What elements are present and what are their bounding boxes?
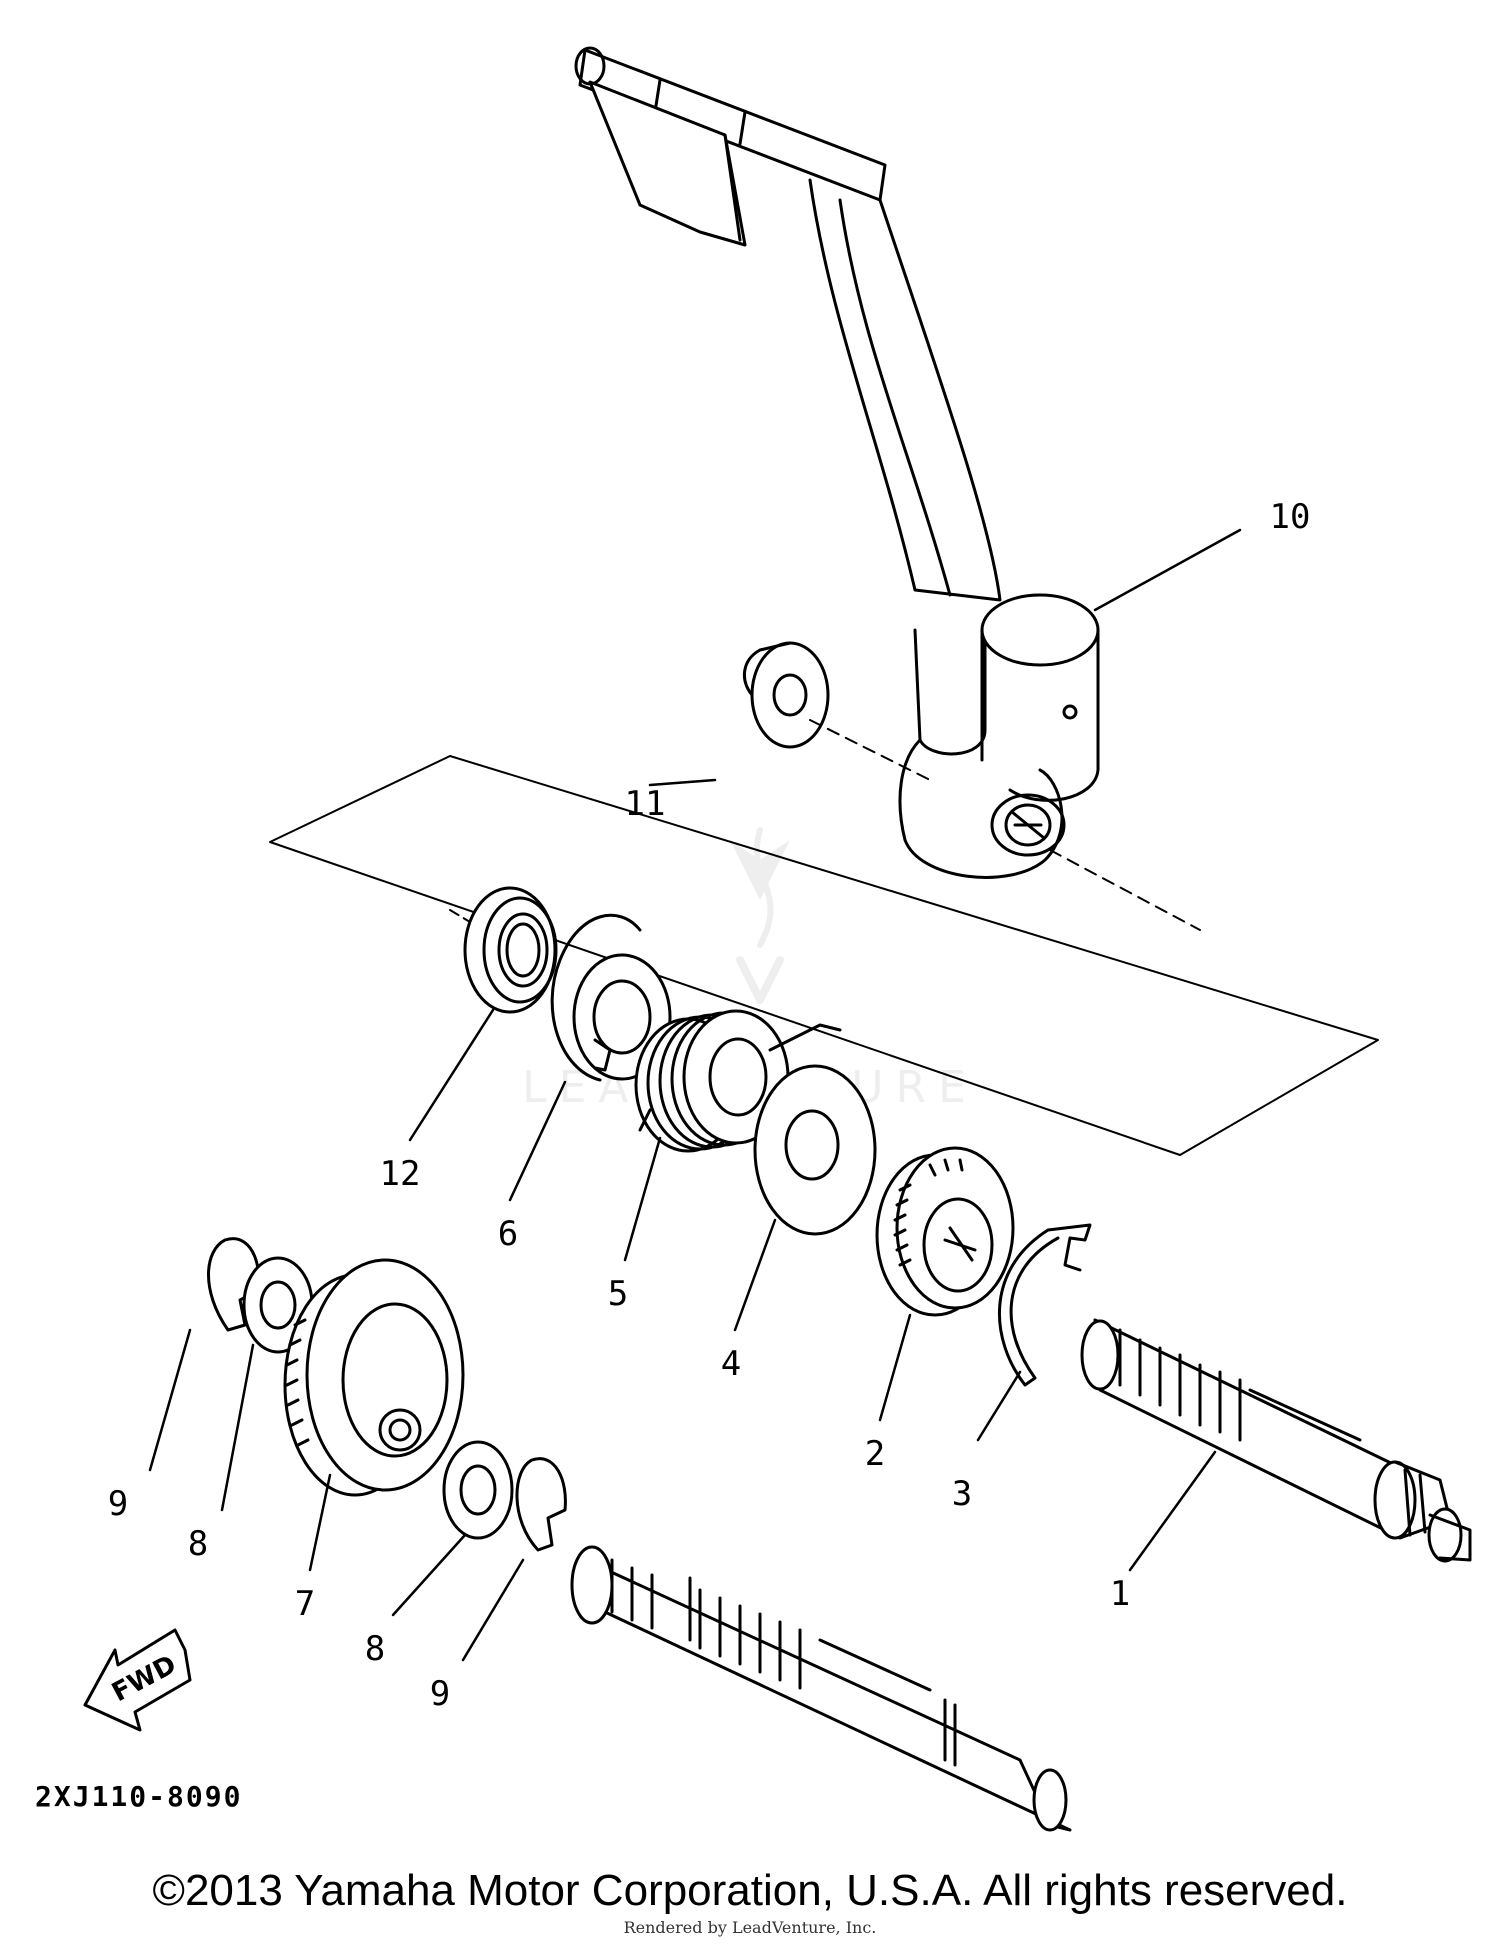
torsion-spring-5 bbox=[634, 1009, 842, 1153]
callout-9-upper: 9 bbox=[108, 1484, 128, 1524]
callout-7: 7 bbox=[295, 1584, 315, 1624]
callout-10: 10 bbox=[1270, 497, 1311, 537]
callout-12: 12 bbox=[380, 1154, 421, 1194]
washer-11 bbox=[743, 641, 830, 749]
callout-8-upper: 8 bbox=[188, 1524, 208, 1564]
main-axle bbox=[570, 1545, 1072, 1832]
drawing-code: 2XJ110-8090 bbox=[35, 1780, 242, 1813]
callout-4: 4 bbox=[721, 1344, 741, 1384]
oil-seal-12 bbox=[463, 886, 558, 1014]
assembly-centerline bbox=[809, 719, 1201, 931]
kick-idle-gear-7 bbox=[283, 1258, 465, 1497]
sub-assembly-outline bbox=[269, 755, 1379, 1156]
fwd-arrow-icon: FWD bbox=[83, 1628, 192, 1732]
kick-crank-lever bbox=[574, 46, 1100, 879]
callout-2: 2 bbox=[865, 1434, 885, 1474]
callout-9-lower: 9 bbox=[430, 1674, 450, 1714]
circlip-9-lower bbox=[515, 1457, 567, 1552]
callout-6: 6 bbox=[498, 1214, 518, 1254]
washer-8-lower bbox=[442, 1440, 514, 1540]
copyright-notice: ©2013 Yamaha Motor Corporation, U.S.A. A… bbox=[152, 1866, 1348, 1915]
callout-1: 1 bbox=[1110, 1574, 1130, 1614]
callout-11: 11 bbox=[625, 784, 666, 824]
callout-8-lower: 8 bbox=[365, 1629, 385, 1669]
callout-labels: 1 2 3 4 5 6 7 8 8 9 9 10 11 12 bbox=[108, 497, 1311, 1714]
washer-4 bbox=[753, 1064, 877, 1236]
leader-lines bbox=[148, 528, 1242, 1662]
callout-5: 5 bbox=[608, 1274, 628, 1314]
callout-3: 3 bbox=[952, 1474, 972, 1514]
rendered-by-note: Rendered by LeadVenture, Inc. bbox=[623, 1918, 877, 1937]
clip-3 bbox=[997, 1223, 1092, 1387]
kick-axle-1 bbox=[1080, 1318, 1472, 1563]
kick-gear-2 bbox=[875, 1146, 1015, 1317]
